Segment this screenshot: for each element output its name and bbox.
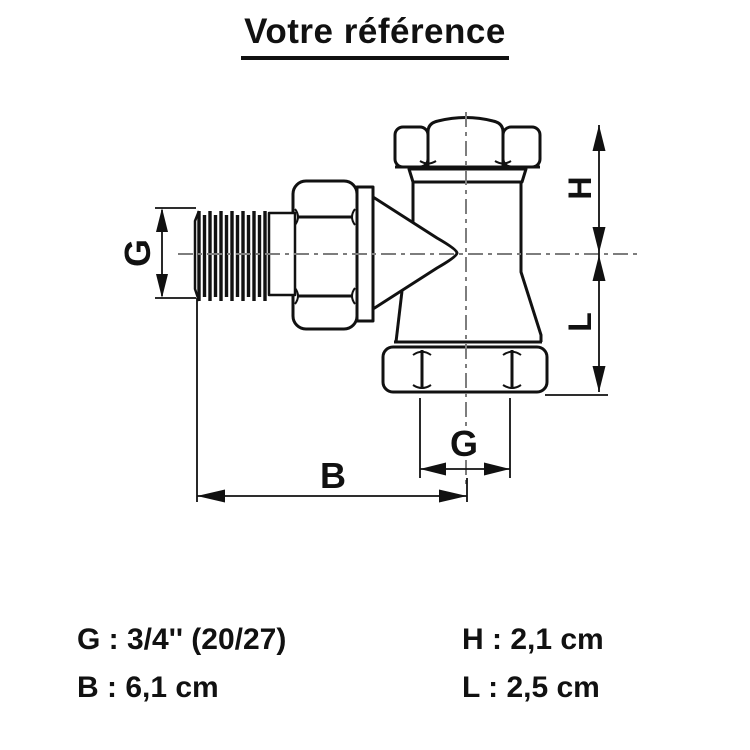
dimension-arrows (156, 125, 606, 503)
specs-right-column: H : 2,1 cm L : 2,5 cm (462, 616, 604, 712)
dimension-b (196, 298, 468, 502)
arrow-h-down (592, 227, 606, 253)
spec-b: B : 6,1 cm (77, 671, 219, 704)
dimension-lines (155, 125, 608, 502)
label-g-bottom-mask (449, 426, 481, 458)
arrow-g-bottom-left (420, 462, 446, 476)
male-thread (193, 210, 267, 302)
page-title: Votre référence (241, 12, 509, 60)
arrow-b-right (439, 489, 467, 503)
centerlines (178, 112, 640, 484)
arrow-g-bottom-right (484, 462, 510, 476)
arrow-g-left-down (156, 274, 168, 298)
arrow-g-left-up (156, 208, 168, 232)
label-b: B (320, 455, 346, 496)
arrow-h-up (592, 125, 606, 151)
top-nut (393, 116, 542, 169)
label-l: L (562, 312, 598, 332)
dimension-labels: G H L G B (117, 176, 598, 496)
arrow-l-down (592, 366, 606, 392)
body-outline (394, 182, 543, 344)
spec-l: L : 2,5 cm (462, 671, 600, 704)
specs-left-column: G : 3/4'' (20/27) B : 6,1 cm (77, 616, 286, 712)
top-flange (407, 167, 528, 184)
label-g-bottom: G (450, 423, 478, 464)
spec-h: H : 2,1 cm (462, 623, 604, 656)
arrow-b-left (197, 489, 225, 503)
spec-g: G : 3/4'' (20/27) (77, 623, 287, 656)
arrow-l-up (592, 255, 606, 281)
page-title-wrap: Votre référence (0, 12, 750, 60)
label-h: H (562, 176, 598, 199)
label-g-left: G (117, 239, 158, 267)
